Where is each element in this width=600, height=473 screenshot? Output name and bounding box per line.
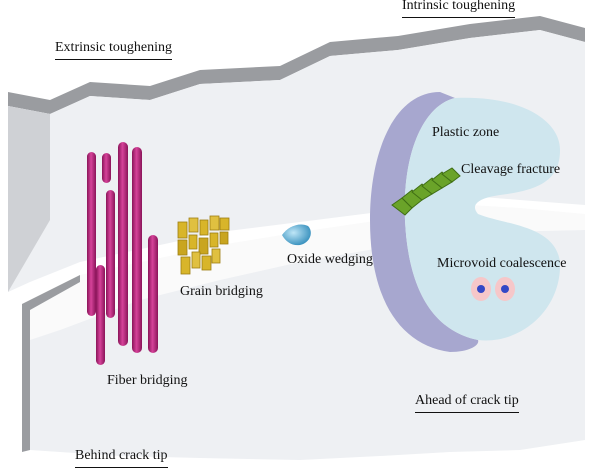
fiber [96,265,105,365]
cleavage-step [441,167,461,183]
plastic-zone-rim [370,92,479,352]
microvoid-coalescence-label: Microvoid coalescence [437,256,567,271]
grain [188,217,199,233]
grain [191,251,201,269]
oxide-wedge [282,224,311,246]
fiber [102,153,111,183]
grain-bridging-label: Grain bridging [180,284,263,299]
microvoid-inner [501,285,509,293]
grain [199,219,209,236]
fiber [148,235,158,353]
fiber [132,147,142,353]
grain [188,234,198,250]
grain [209,215,220,231]
grain [201,255,212,271]
cleavage-fracture-label: Cleavage fracture [461,162,561,177]
grain [211,248,221,264]
behind-crack-tip-label: Behind crack tip [75,448,168,468]
cleavage-fracture-steps [391,167,461,216]
grain [209,232,219,248]
grain [198,237,209,255]
upper-plate-left-side [8,106,50,292]
fiber-bridging-label: Fiber bridging [107,373,188,388]
fiber-bridging-fibers [87,142,158,365]
fiber [87,152,96,316]
grain [177,239,188,256]
plastic-zone [370,92,561,352]
extrinsic-toughening-label: Extrinsic toughening [55,40,173,60]
upper-plate-edge [8,16,585,114]
microvoids [471,277,515,301]
plastic-zone-label: Plastic zone [432,125,500,140]
ahead-of-crack-tip-label: Ahead of crack tip [415,393,519,413]
grain [177,221,188,239]
plastic-zone-fill [404,97,561,341]
lower-plate-front-edge [22,300,30,452]
grain [180,256,191,275]
grain-bridging-blocks [177,215,230,275]
grain [219,217,230,231]
intrinsic-toughening-label: Intrinsic toughening [402,0,516,18]
fiber [118,142,128,346]
microvoid-inner [477,285,485,293]
lower-plate-edge [30,275,80,310]
fiber [106,190,115,318]
grain [219,231,229,245]
oxide-wedging-label: Oxide wedging [287,252,373,267]
